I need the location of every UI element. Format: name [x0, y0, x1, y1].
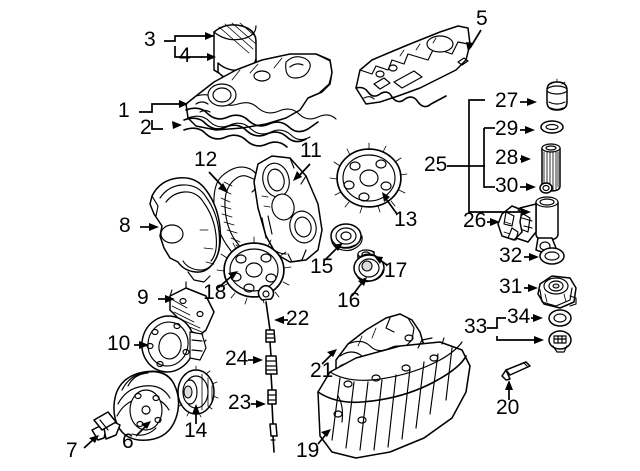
- callout-27[interactable]: 27: [495, 89, 519, 112]
- part-timing-cover-inner: [253, 155, 323, 263]
- part-drain-plug-washer: [548, 309, 572, 327]
- callout-6[interactable]: 6: [122, 430, 134, 453]
- callout-28[interactable]: 28: [495, 146, 519, 169]
- callout-34[interactable]: 34: [507, 305, 531, 328]
- callout-29[interactable]: 29: [495, 117, 519, 140]
- callout-11[interactable]: 11: [300, 139, 322, 162]
- callout-14[interactable]: 14: [184, 419, 208, 442]
- leader-lines: [83, 29, 544, 449]
- callout-1[interactable]: 1: [118, 99, 130, 122]
- part-oil-filter-cap-o-ring: [540, 120, 564, 134]
- part-camshaft-gear: [329, 142, 408, 214]
- callout-21[interactable]: 21: [310, 359, 334, 382]
- callout-4[interactable]: 4: [179, 44, 191, 67]
- callout-23[interactable]: 23: [228, 391, 252, 414]
- callout-18[interactable]: 18: [203, 281, 227, 304]
- callout-32[interactable]: 32: [499, 244, 523, 267]
- part-oil-filter-bracket: [497, 205, 523, 241]
- part-dipstick: [257, 285, 278, 453]
- callout-10[interactable]: 10: [107, 332, 131, 355]
- part-balance-shaft-gear: [216, 236, 292, 305]
- part-water-pump: [141, 315, 207, 373]
- callout-33[interactable]: 33: [464, 315, 488, 338]
- part-crankshaft-gear: [177, 365, 219, 418]
- callout-16[interactable]: 16: [337, 289, 361, 312]
- part-oil-filter-housing: [511, 196, 559, 255]
- callout-26[interactable]: 26: [463, 209, 487, 232]
- callout-7[interactable]: 7: [66, 439, 78, 462]
- callout-13[interactable]: 13: [394, 208, 418, 231]
- callout-8[interactable]: 8: [119, 214, 131, 237]
- part-idler-pulley: [330, 223, 363, 252]
- part-oil-pan-baffle-clip: [501, 361, 531, 381]
- part-engine-cover: [355, 25, 471, 108]
- callout-31[interactable]: 31: [499, 275, 523, 298]
- part-drain-plug: [548, 330, 572, 353]
- callout-30[interactable]: 30: [495, 174, 519, 197]
- callout-9[interactable]: 9: [137, 286, 149, 309]
- callout-15[interactable]: 15: [310, 255, 334, 278]
- callout-17[interactable]: 17: [384, 259, 408, 282]
- callout-19[interactable]: 19: [296, 439, 320, 462]
- part-housing-o-ring: [539, 247, 565, 265]
- callout-2[interactable]: 2: [140, 116, 152, 139]
- part-tensioner-pulley: [353, 253, 385, 283]
- part-cylinder-head-cover: [183, 53, 337, 148]
- part-oil-filter-drain-plug: [539, 182, 553, 194]
- part-oil-pan: [317, 337, 471, 459]
- callout-3[interactable]: 3: [144, 28, 156, 51]
- callout-12[interactable]: 12: [194, 148, 218, 171]
- part-pulley-bolt: [91, 411, 121, 441]
- callout-5[interactable]: 5: [476, 7, 488, 30]
- part-oil-pressure-switch-housing: [537, 275, 577, 309]
- callout-20[interactable]: 20: [496, 396, 520, 419]
- callout-24[interactable]: 24: [225, 347, 249, 370]
- part-oil-filter-cap: [546, 78, 568, 111]
- callout-25[interactable]: 25: [424, 153, 448, 176]
- part-crankshaft-pulley: [113, 370, 180, 441]
- part-timing-cover-outer: [149, 177, 222, 283]
- callout-22[interactable]: 22: [286, 307, 310, 330]
